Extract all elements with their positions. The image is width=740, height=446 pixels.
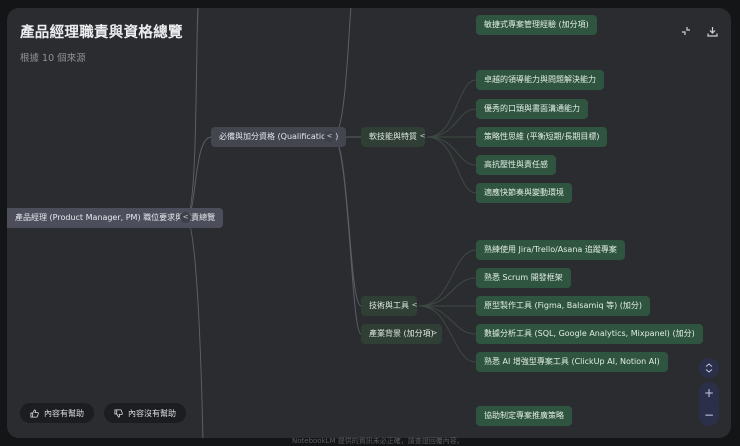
qualifications-collapse-toggle[interactable]: < xyxy=(324,131,335,142)
node-label: 適應快節奏與變動環境 xyxy=(484,188,564,197)
not-helpful-label: 內容沒有幫助 xyxy=(128,408,176,418)
node-label: 優秀的口頭與書面溝通能力 xyxy=(484,104,580,113)
header: 產品經理職責與資格總覽 根據 10 個來源 xyxy=(20,21,183,64)
node-label: 軟技能與特質 xyxy=(369,132,417,141)
node-label: 熟練使用 Jira/Trello/Asana 追蹤專案 xyxy=(484,245,617,254)
node-label: 原型製作工具 (Figma, Balsamiq 等) (加分) xyxy=(484,301,642,310)
industry-background-expand-toggle[interactable]: > xyxy=(431,329,438,337)
expand-vertical-icon xyxy=(705,363,713,373)
node-label: 數據分析工具 (SQL, Google Analytics, Mixpanel)… xyxy=(484,329,695,338)
node-soft-skills[interactable]: 軟技能與特質 xyxy=(361,127,425,147)
leaf-soft-skill[interactable]: 適應快節奏與變動環境 xyxy=(476,183,572,203)
node-label: 敏捷式專案管理經驗 (加分項) xyxy=(484,20,589,29)
root-collapse-toggle[interactable]: < xyxy=(180,212,191,223)
node-label: 熟悉 AI 增強型專案工具 (ClickUp AI, Notion AI) xyxy=(484,357,660,366)
leaf-soft-skill[interactable]: 高抗壓性與責任感 xyxy=(476,155,556,175)
node-label: 技術與工具 xyxy=(369,301,409,310)
not-helpful-button[interactable]: 內容沒有幫助 xyxy=(104,403,186,423)
download-button[interactable] xyxy=(705,24,719,38)
leaf-tech-tool[interactable]: 數據分析工具 (SQL, Google Analytics, Mixpanel)… xyxy=(476,324,703,344)
leaf-tech-tool[interactable]: 熟悉 Scrum 開發框架 xyxy=(476,268,571,288)
leaf-promotion-strategy[interactable]: 協助制定專案推廣策略 xyxy=(476,406,572,426)
leaf-tech-tool[interactable]: 熟悉 AI 增強型專案工具 (ClickUp AI, Notion AI) xyxy=(476,352,668,372)
node-industry-background[interactable]: 產業背景 (加分項) xyxy=(361,324,442,344)
feedback-bar: 內容有幫助 內容沒有幫助 xyxy=(20,403,186,423)
collapse-button[interactable] xyxy=(679,24,693,38)
node-label: 必備與加分資格 (Qualifications) xyxy=(219,132,339,141)
zoom-in-button[interactable]: + xyxy=(703,386,715,400)
node-label: 協助制定專案推廣策略 xyxy=(484,411,564,420)
helpful-label: 內容有幫助 xyxy=(44,408,84,418)
thumbs-up-icon xyxy=(30,408,39,418)
node-label: 熟悉 Scrum 開發框架 xyxy=(484,273,563,282)
thumbs-down-icon xyxy=(114,408,123,418)
soft-skills-collapse-toggle[interactable]: < xyxy=(419,132,426,140)
download-icon xyxy=(706,26,718,37)
node-qualifications[interactable]: 必備與加分資格 (Qualifications) xyxy=(211,127,347,147)
mindmap-panel: 產品經理職責與資格總覽 根據 10 個來源 產品經理 (Product Mana… xyxy=(7,8,731,438)
helpful-button[interactable]: 內容有幫助 xyxy=(20,403,94,423)
leaf-tech-tool[interactable]: 熟練使用 Jira/Trello/Asana 追蹤專案 xyxy=(476,240,625,260)
node-label: 策略性思維 (平衡短期/長期目標) xyxy=(484,132,600,141)
node-tech-tools[interactable]: 技術與工具 xyxy=(361,296,417,316)
collapse-arrows-icon xyxy=(682,27,690,35)
node-label: 卓越的領導能力與問題解決能力 xyxy=(484,75,596,84)
leaf-agile-experience[interactable]: 敏捷式專案管理經驗 (加分項) xyxy=(476,15,597,35)
node-label: 高抗壓性與責任感 xyxy=(484,160,548,169)
leaf-soft-skill[interactable]: 策略性思維 (平衡短期/長期目標) xyxy=(476,127,608,147)
fit-view-button[interactable] xyxy=(699,358,719,378)
zoom-controls: + − xyxy=(699,382,719,426)
page-title: 產品經理職責與資格總覽 xyxy=(20,25,183,41)
zoom-out-button[interactable]: − xyxy=(703,408,715,422)
node-label: 產業背景 (加分項) xyxy=(369,329,434,338)
leaf-soft-skill[interactable]: 優秀的口頭與書面溝通能力 xyxy=(476,99,588,119)
disclaimer-text: NotebookLM 提供的資訊未必正確，請查證回覆內容。 xyxy=(292,437,464,445)
root-node-label: 產品經理 (Product Manager, PM) 職位要求與職責總覽 xyxy=(15,213,216,222)
top-actions xyxy=(679,24,719,38)
mindmap-root-node[interactable]: 產品經理 (Product Manager, PM) 職位要求與職責總覽 xyxy=(7,208,224,228)
leaf-tech-tool[interactable]: 原型製作工具 (Figma, Balsamiq 等) (加分) xyxy=(476,296,650,316)
tech-tools-collapse-toggle[interactable]: < xyxy=(411,301,418,309)
source-count: 根據 10 個來源 xyxy=(20,53,86,64)
leaf-soft-skill[interactable]: 卓越的領導能力與問題解決能力 xyxy=(476,70,604,90)
